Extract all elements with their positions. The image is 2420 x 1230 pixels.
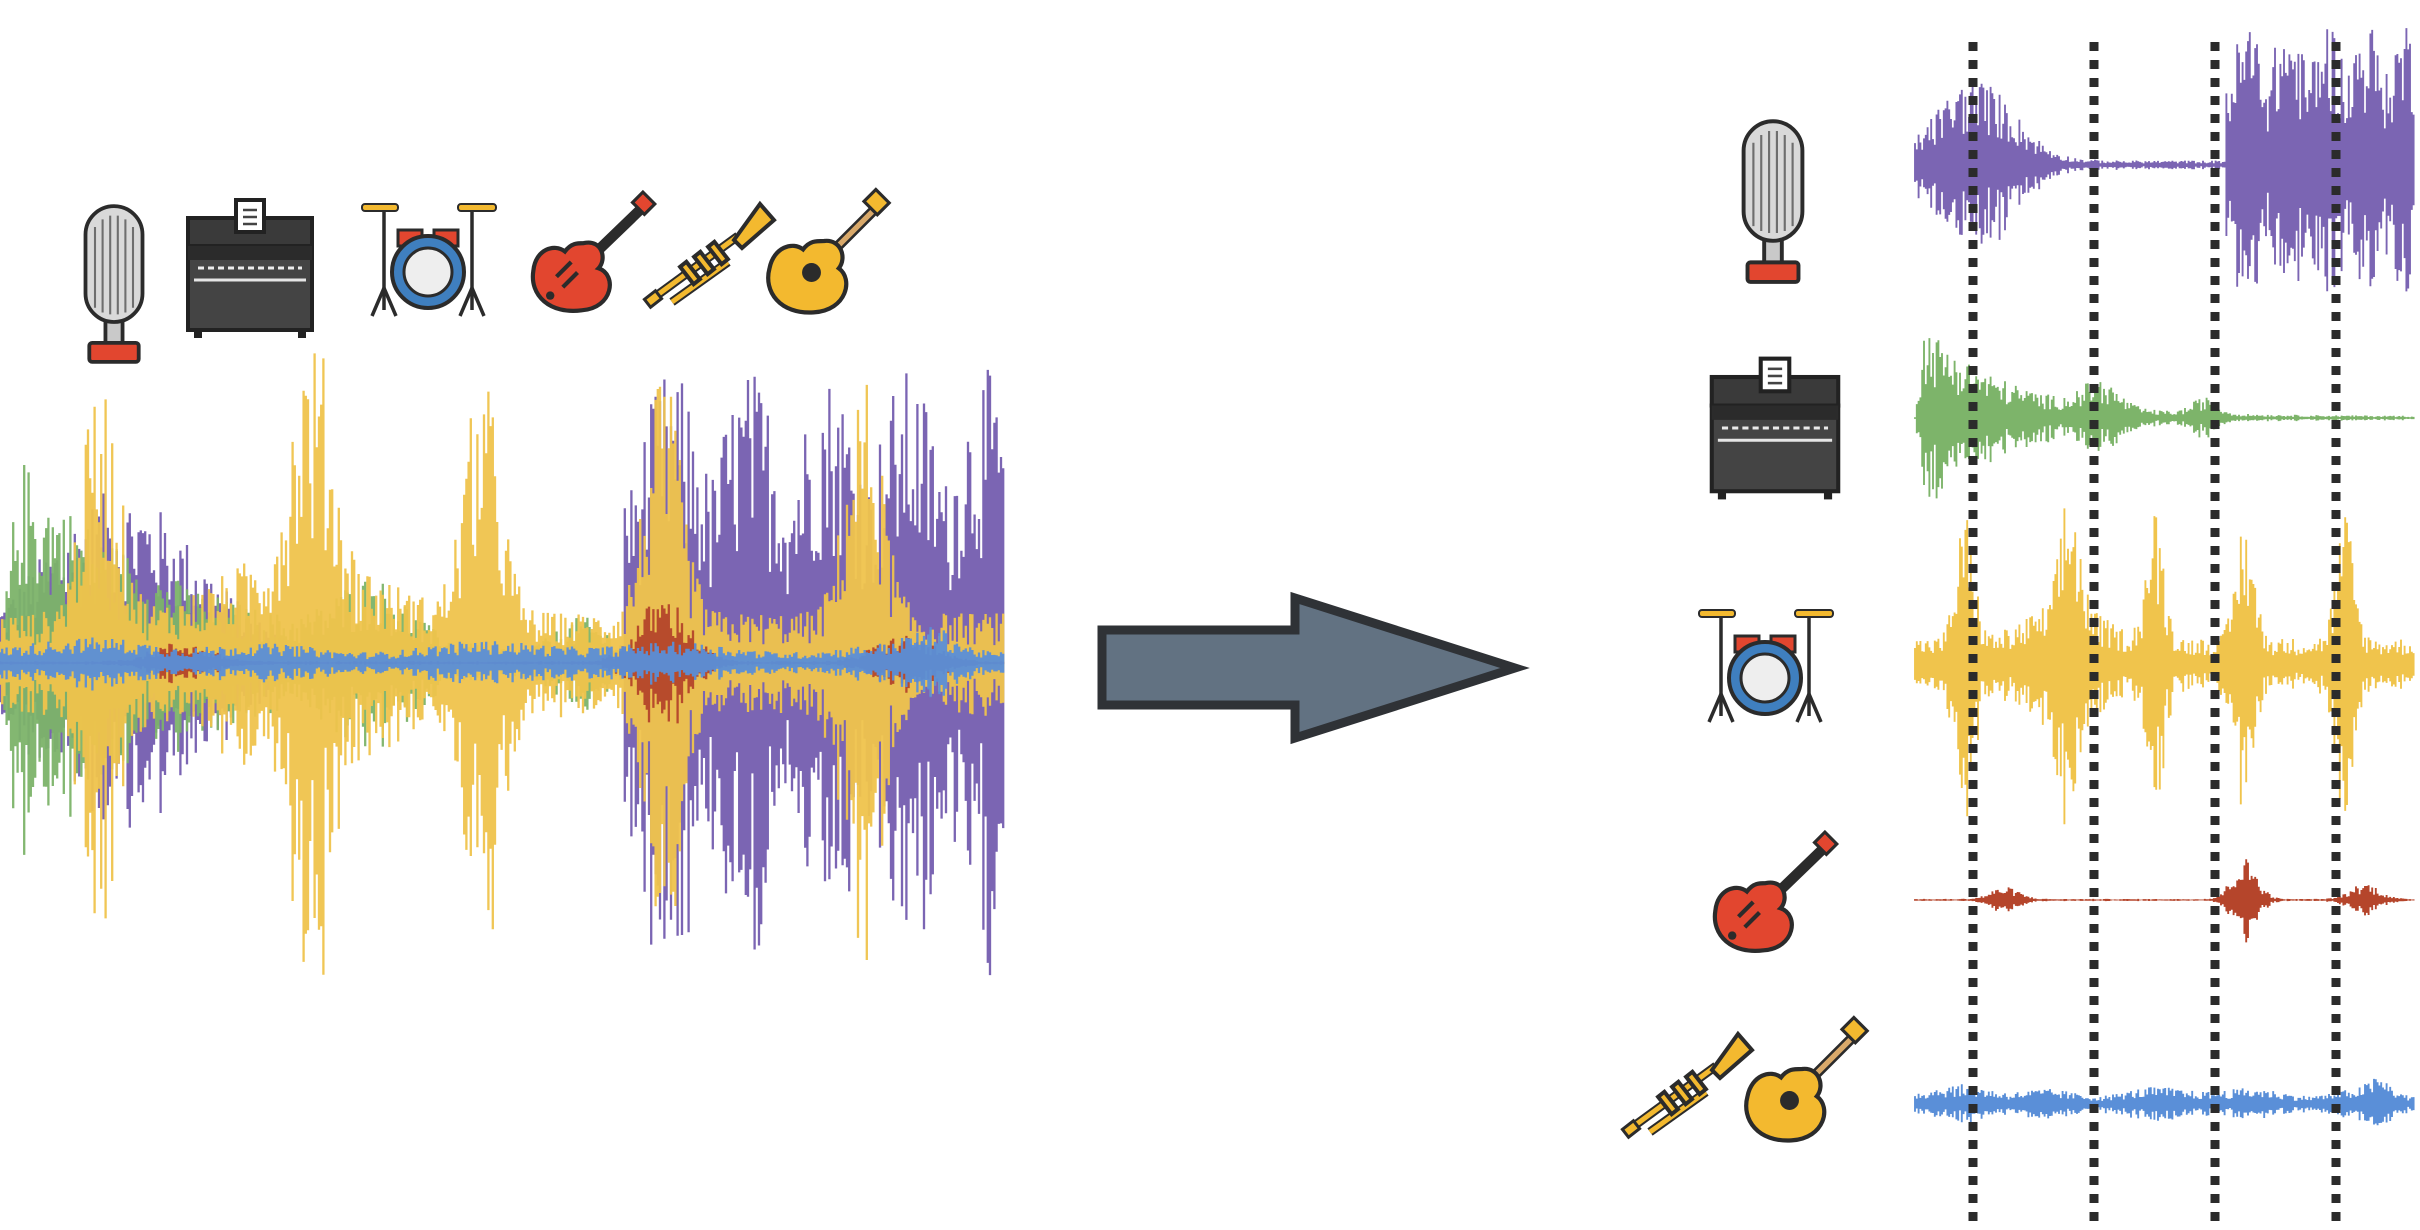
trumpet-icon bbox=[644, 204, 774, 307]
drum-kit-icon bbox=[360, 202, 498, 318]
stem-drum-kit-icon bbox=[1697, 608, 1835, 724]
mixture-other-layer-path bbox=[0, 627, 1005, 698]
stem-icons bbox=[1622, 119, 1867, 1141]
acoustic-guitar-icon bbox=[768, 190, 889, 313]
mixture-waveform bbox=[0, 353, 1005, 976]
microphone-icon bbox=[83, 204, 145, 364]
stem-acoustic-guitar-icon bbox=[1746, 1018, 1867, 1141]
separation-arrow bbox=[1097, 591, 1530, 745]
electric-guitar-icon bbox=[533, 192, 655, 311]
stem-piano-waveform-path bbox=[1914, 338, 2415, 499]
stem-piano-icon bbox=[1712, 359, 1838, 500]
stem-drums-waveform bbox=[1914, 508, 2415, 825]
stem-other-waveform bbox=[1914, 1078, 2415, 1126]
stem-piano-waveform bbox=[1914, 338, 2415, 499]
mixture-other-layer bbox=[0, 627, 1005, 698]
piano-icon bbox=[186, 198, 314, 340]
stem-vocals-waveform bbox=[1914, 28, 2415, 292]
stem-trumpet-icon bbox=[1622, 1034, 1752, 1137]
mixture-icons bbox=[83, 190, 890, 364]
stem-microphone-icon bbox=[1741, 119, 1805, 284]
stem-other-waveform-path bbox=[1914, 1078, 2415, 1126]
stem-drums-waveform-path bbox=[1914, 508, 2415, 825]
stem-guitar-waveform-path bbox=[1914, 859, 2415, 943]
stem-vocals-waveform-path bbox=[1914, 28, 2415, 292]
stem-guitar-waveform bbox=[1914, 859, 2415, 943]
stem-electric-guitar-icon bbox=[1715, 832, 1837, 951]
stem-waveforms bbox=[1914, 28, 2415, 1126]
